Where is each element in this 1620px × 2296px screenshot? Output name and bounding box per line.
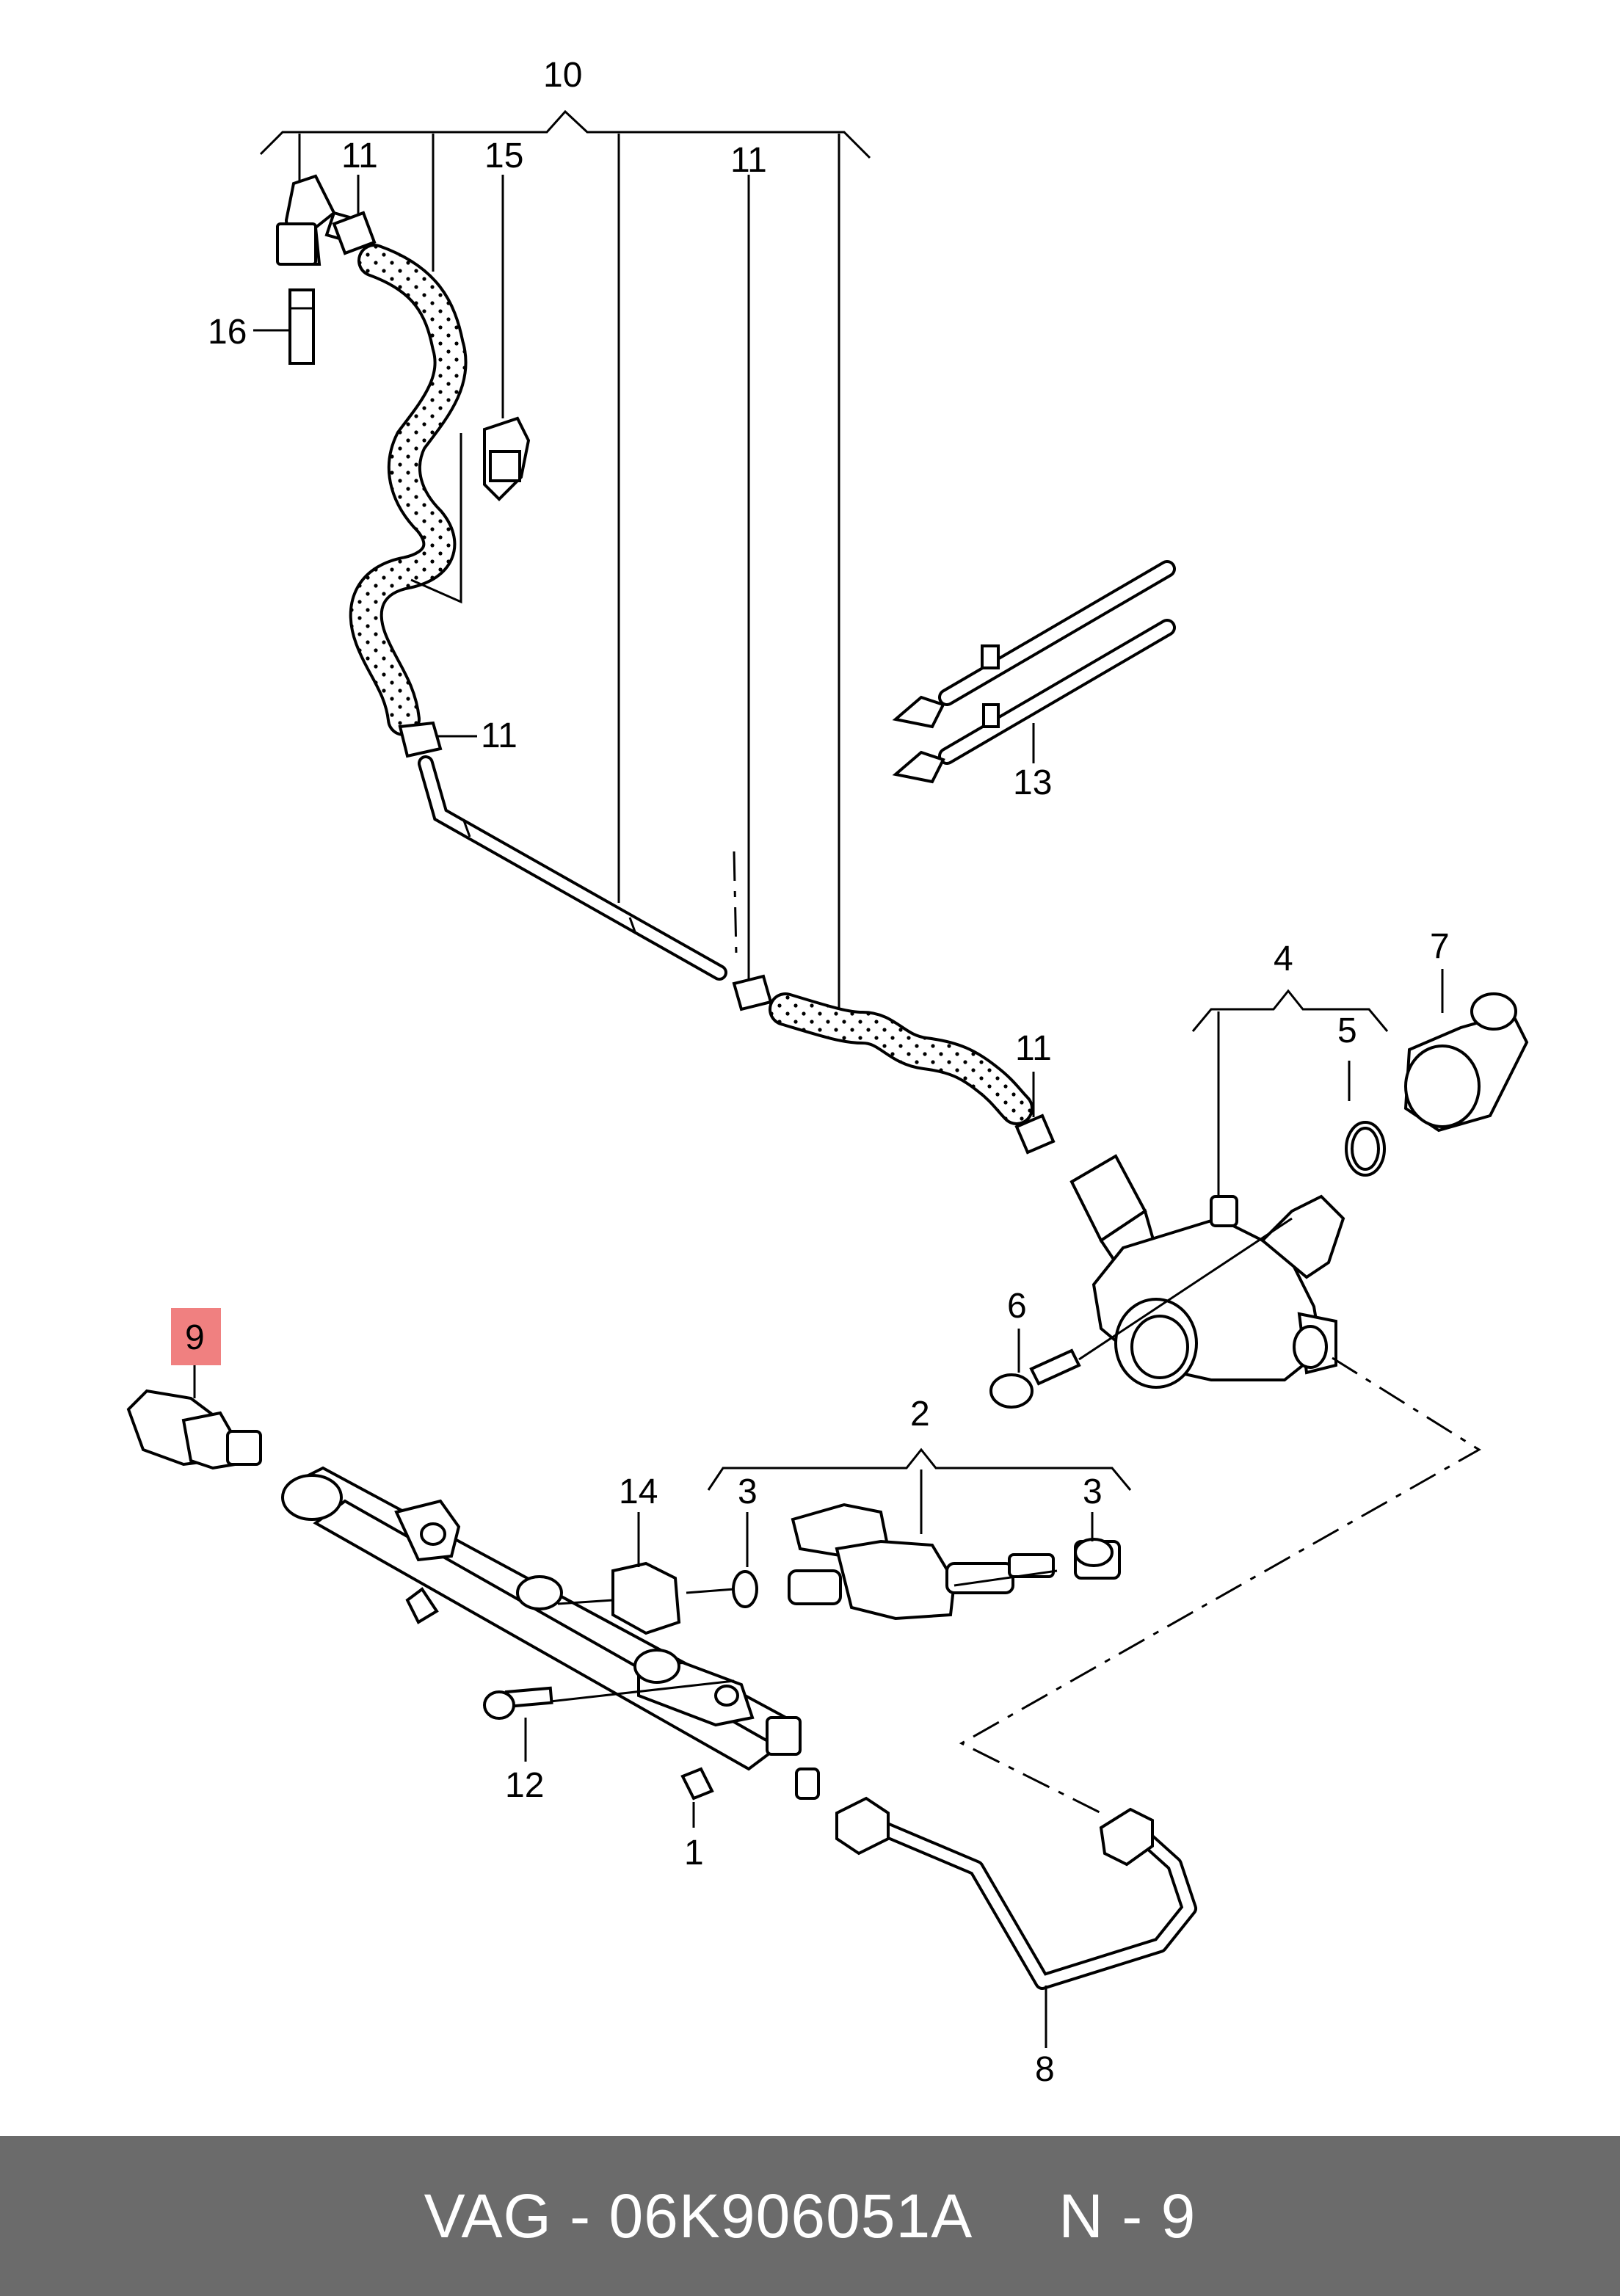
callout-16: 16 [208,313,247,352]
callout-6: 6 [1007,1287,1027,1326]
parts-diagram: 10 11 15 11 16 11 13 4 7 5 11 6 2 14 3 3… [126,56,1529,2089]
callout-11-mid: 11 [481,716,517,755]
upper-hose [349,244,468,736]
fuel-rail-1 [281,1466,820,1828]
bracket-2 [707,1447,1132,1534]
callout-11-center: 11 [730,141,767,180]
callout-3-right: 3 [1083,1472,1103,1511]
dash-lines [733,851,1481,1814]
callout-10: 10 [543,56,582,95]
bracket-4 [1191,989,1389,1222]
callout-labels: 10 11 15 11 16 11 13 4 7 5 11 6 2 14 3 3… [208,56,1450,2089]
clip-11-top [332,175,377,255]
clip-11-center [732,175,773,1011]
holder-14 [557,1512,681,1635]
seal-3-right [1074,1512,1121,1580]
callout-12: 12 [505,1766,544,1805]
cap-7 [1403,969,1529,1133]
lower-hose [769,992,1034,1125]
bolt-6 [989,1217,1293,1409]
callout-13: 13 [1013,763,1052,802]
injector-2 [788,1503,1058,1621]
high-pressure-pump [1069,1154,1345,1389]
callout-14: 14 [619,1472,658,1511]
bolt-12 [483,1679,735,1762]
callout-2: 2 [910,1395,930,1434]
bracket-15-lines [410,433,462,604]
pipe-clips-13 [892,560,1176,784]
seal-ring-5 [1345,1061,1386,1177]
callout-5: 5 [1337,1011,1357,1050]
callout-3-left: 3 [738,1472,758,1511]
callout-11-top: 11 [341,137,378,175]
pressure-sensor-9 [126,1365,262,1470]
clip-11-mid [398,721,477,758]
diagram-svg: 10 11 15 11 16 11 13 4 7 5 11 6 2 14 3 3… [126,56,1529,2089]
callout-1: 1 [684,1834,704,1872]
highlight-box [171,1308,221,1365]
part-number-caption: VAG - 06K906051A N - 9 [424,2181,1196,2250]
callout-11-right: 11 [1015,1029,1052,1068]
metal-pipe-upper [418,755,727,981]
callout-15: 15 [484,137,523,175]
elbow-connector [276,174,362,365]
clip-15 [483,175,531,501]
callout-9: 9 [185,1318,205,1357]
callout-9-highlight: 9 [171,1308,221,1365]
footer-bar: VAG - 06K906051A N - 9 [0,2136,1620,2296]
clip-11-right [1014,1072,1056,1155]
seal-3-left [686,1512,758,1608]
callout-7: 7 [1430,927,1450,966]
callout-4: 4 [1274,940,1293,978]
pressure-pipe-8 [835,1796,1197,2048]
callout-8: 8 [1035,2050,1055,2089]
bracket-10 [259,109,871,1024]
